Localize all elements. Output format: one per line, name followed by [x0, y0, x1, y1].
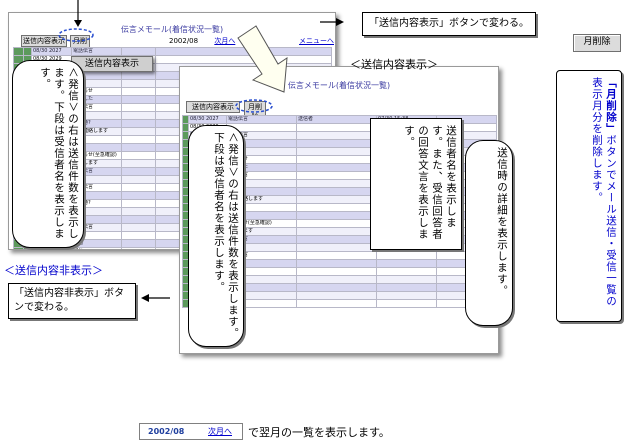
callout-month-delete-bold: 「月削除」 — [605, 77, 617, 135]
callout-back-send-count: ＜発信＞の右は送信件数を表示します。下段は受信者名を表示します。 — [12, 60, 84, 248]
table-cell — [376, 267, 437, 276]
table-cell — [121, 127, 156, 136]
table-cell — [121, 151, 156, 160]
table-cell — [296, 171, 377, 180]
table-cell — [376, 291, 437, 300]
table-cell — [296, 251, 377, 260]
table-cell: 送信者 — [296, 115, 377, 124]
table-cell — [296, 147, 377, 156]
front-window-title: 伝言メモール(着信状況一覧) — [287, 81, 391, 90]
table-cell — [121, 247, 156, 249]
table-cell — [121, 159, 156, 168]
table-cell — [376, 259, 437, 268]
table-cell — [121, 223, 156, 232]
table-cell — [121, 135, 156, 144]
arrow-right-top-head — [336, 18, 344, 26]
bottom-caption: で翌月の一覧を表示します。 — [248, 426, 390, 439]
table-cell — [121, 199, 156, 208]
label-hide-sent: ＜送信内容非表示＞ — [4, 264, 103, 277]
row-marker — [23, 47, 32, 56]
table-cell: 電話伝言 — [226, 115, 297, 124]
table-cell — [296, 131, 377, 140]
table-cell — [296, 283, 377, 292]
table-cell — [155, 55, 332, 64]
bottom-next-month-link[interactable]: 次月へ — [208, 427, 232, 436]
callout-front-send-count: ＜発信＞の右は送信件数を表示します。下段は受信者名を表示します。 — [188, 125, 244, 347]
table-cell — [376, 275, 437, 284]
callout-send-detail: 送信時の詳細を表示します。 — [465, 140, 513, 326]
table-cell — [121, 215, 156, 224]
table-cell — [121, 103, 156, 112]
table-cell — [376, 283, 437, 292]
table-cell — [296, 227, 377, 236]
table-cell — [296, 299, 377, 308]
table-cell — [296, 259, 377, 268]
table-cell: 08/30 2027 — [31, 47, 72, 56]
table-cell: 電話伝言 — [71, 47, 122, 56]
table-cell — [121, 207, 156, 216]
table-cell — [121, 95, 156, 104]
table-cell — [296, 187, 377, 196]
table-cell — [296, 267, 377, 276]
back-nav-row: 2002/08 次月へ — [169, 36, 235, 46]
bottom-month: 2002/08 — [148, 427, 185, 436]
table-cell — [121, 175, 156, 184]
label-show-sent: ＜送信内容表示＞ — [350, 58, 438, 71]
back-next-month-link[interactable]: 次月へ — [214, 37, 236, 45]
table-cell — [121, 79, 156, 88]
floating-show-sent-button[interactable]: 送信内容表示 — [71, 56, 153, 72]
table-cell — [121, 143, 156, 152]
arrow-left-bottom-head — [141, 294, 149, 302]
table-cell — [121, 119, 156, 128]
table-cell: 08/30 2027 — [188, 115, 227, 124]
table-cell — [296, 275, 377, 284]
table-cell — [155, 47, 332, 56]
callout-show-sent-changes: 「送信内容表示」ボタンで変わる。 — [362, 12, 536, 36]
back-menu-link[interactable]: メニューへ — [299, 37, 334, 45]
table-cell — [296, 211, 377, 220]
table-cell — [121, 47, 156, 56]
front-show-sent-button[interactable]: 送信内容表示 — [186, 101, 240, 113]
table-cell — [121, 231, 156, 240]
back-window-title: 伝言メモール(着信状況一覧) — [120, 25, 224, 34]
table-cell — [296, 179, 377, 188]
table-cell: 何か — [71, 247, 122, 249]
table-cell — [121, 111, 156, 120]
table-cell — [121, 71, 156, 80]
table-cell — [296, 195, 377, 204]
table-cell — [296, 155, 377, 164]
back-show-sent-button[interactable]: 送信内容表示 — [21, 35, 67, 47]
table-cell — [296, 291, 377, 300]
table-cell — [121, 167, 156, 176]
table-cell — [376, 251, 437, 260]
month-delete-button[interactable]: 月削除 — [573, 34, 621, 52]
table-cell — [121, 191, 156, 200]
table-cell — [121, 183, 156, 192]
table-cell — [376, 299, 437, 308]
back-month: 2002/08 — [169, 37, 199, 45]
table-cell — [121, 239, 156, 248]
table-cell — [296, 163, 377, 172]
callout-sender-name: 送信者名を表示します。また、受信回答者の回答文言を表示します。 — [370, 118, 462, 250]
callout-month-delete: 「月削除」ボタンでメール送信・受信一覧の表示月分を削除します。 — [556, 70, 622, 322]
bottom-month-nav: 2002/08 次月へ — [139, 423, 243, 440]
table-cell — [296, 139, 377, 148]
row-marker — [13, 247, 24, 249]
table-cell — [121, 87, 156, 96]
table-cell — [296, 235, 377, 244]
row-marker — [13, 47, 24, 56]
table-cell — [296, 123, 377, 132]
callout-hide-sent-changes: 「送信内容非表示」ボタンで変わる。 — [8, 283, 136, 319]
table-cell — [296, 243, 377, 252]
callout-month-delete-text: ボタンでメール送信・受信一覧の表示月分を削除します。 — [591, 77, 617, 307]
table-cell — [296, 219, 377, 228]
table-cell — [296, 203, 377, 212]
